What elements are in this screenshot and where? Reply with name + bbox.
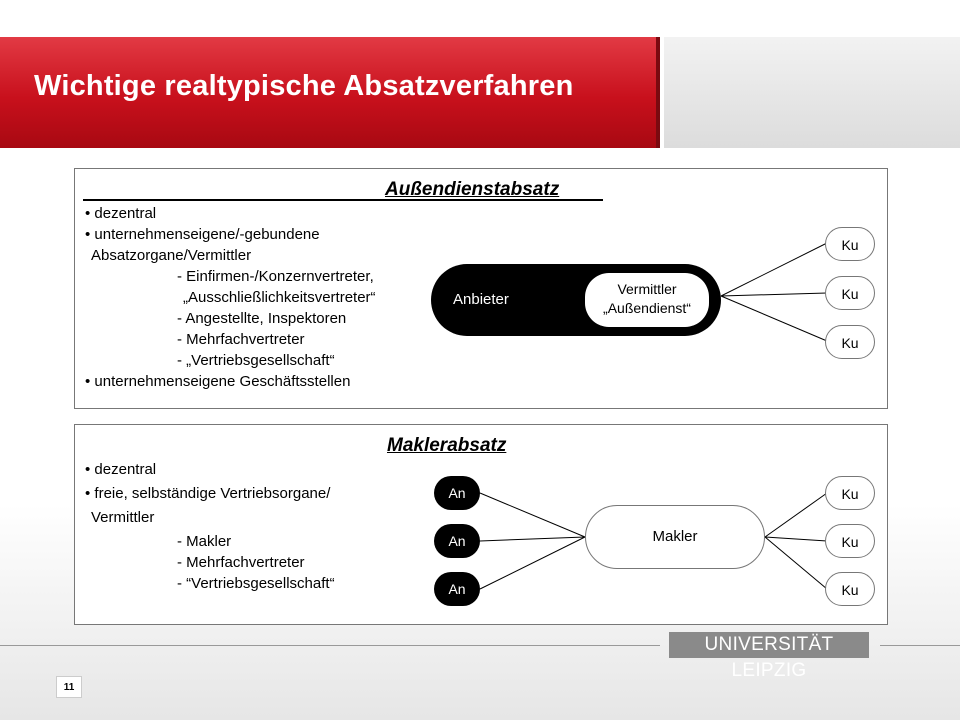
list-item: • dezentral — [85, 205, 157, 222]
connector-lines — [479, 492, 828, 590]
header-strip — [664, 37, 960, 148]
aussendienst-heading: Außendienstabsatz — [385, 179, 560, 200]
kunde-node: Ku — [825, 227, 875, 261]
makler-heading: Maklerabsatz — [387, 435, 507, 456]
connector-lines — [720, 242, 828, 342]
kunde-node: Ku — [825, 572, 875, 606]
list-item: • dezentral — [85, 461, 157, 478]
kunde-node: Ku — [825, 524, 875, 558]
anbieter-node: An — [434, 572, 480, 606]
anbieter-node: An — [434, 524, 480, 558]
list-item: • freie, selbständige Vertriebsorgane/ — [85, 485, 331, 502]
anbieter-node: An — [434, 476, 480, 510]
anbieter-label: Anbieter — [453, 291, 509, 308]
page-number: 11 — [56, 676, 82, 698]
list-item: - Mehrfachvertreter — [177, 331, 305, 348]
slide-title: Wichtige realtypische Absatzverfahren — [34, 70, 574, 102]
list-item: - Makler — [177, 533, 232, 550]
kunde-node: Ku — [825, 476, 875, 510]
list-item: • unternehmenseigene Geschäftsstellen — [85, 373, 351, 390]
aussendienst-panel: Außendienstabsatz • dezentral • unterneh… — [74, 168, 888, 409]
list-item: - Einfirmen-/Konzernvertreter, — [177, 268, 374, 285]
vermittler-box: Vermittler „Außendienst“ — [585, 273, 709, 327]
maklerabsatz-panel: Maklerabsatz • dezentral • freie, selbst… — [74, 424, 888, 625]
list-item: - Mehrfachvertreter — [177, 554, 305, 571]
list-item: Absatzorgane/Vermittler — [91, 247, 252, 264]
list-item: - Angestellte, Inspektoren — [177, 310, 347, 327]
list-item: Vermittler — [91, 509, 155, 526]
vermittler-label: Vermittler — [617, 281, 677, 297]
kunde-node: Ku — [825, 276, 875, 310]
list-item: „Ausschließlichkeitsvertreter“ — [183, 289, 376, 306]
list-item: - “Vertriebsgesellschaft“ — [177, 575, 335, 592]
list-item: - „Vertriebsgesellschaft“ — [177, 352, 335, 369]
footer-divider — [880, 645, 960, 646]
footer-divider — [0, 645, 660, 646]
kunde-node: Ku — [825, 325, 875, 359]
title-banner: Wichtige realtypische Absatzverfahren — [0, 37, 660, 148]
anbieter-pill: Anbieter Vermittler „Außendienst“ — [431, 264, 721, 336]
heading-rule — [83, 199, 603, 201]
vermittler-sublabel: „Außendienst“ — [603, 300, 691, 316]
university-logo: UNIVERSITÄT LEIPZIG — [669, 632, 869, 681]
makler-node: Makler — [585, 505, 765, 569]
list-item: • unternehmenseigene/-gebundene — [85, 226, 320, 243]
